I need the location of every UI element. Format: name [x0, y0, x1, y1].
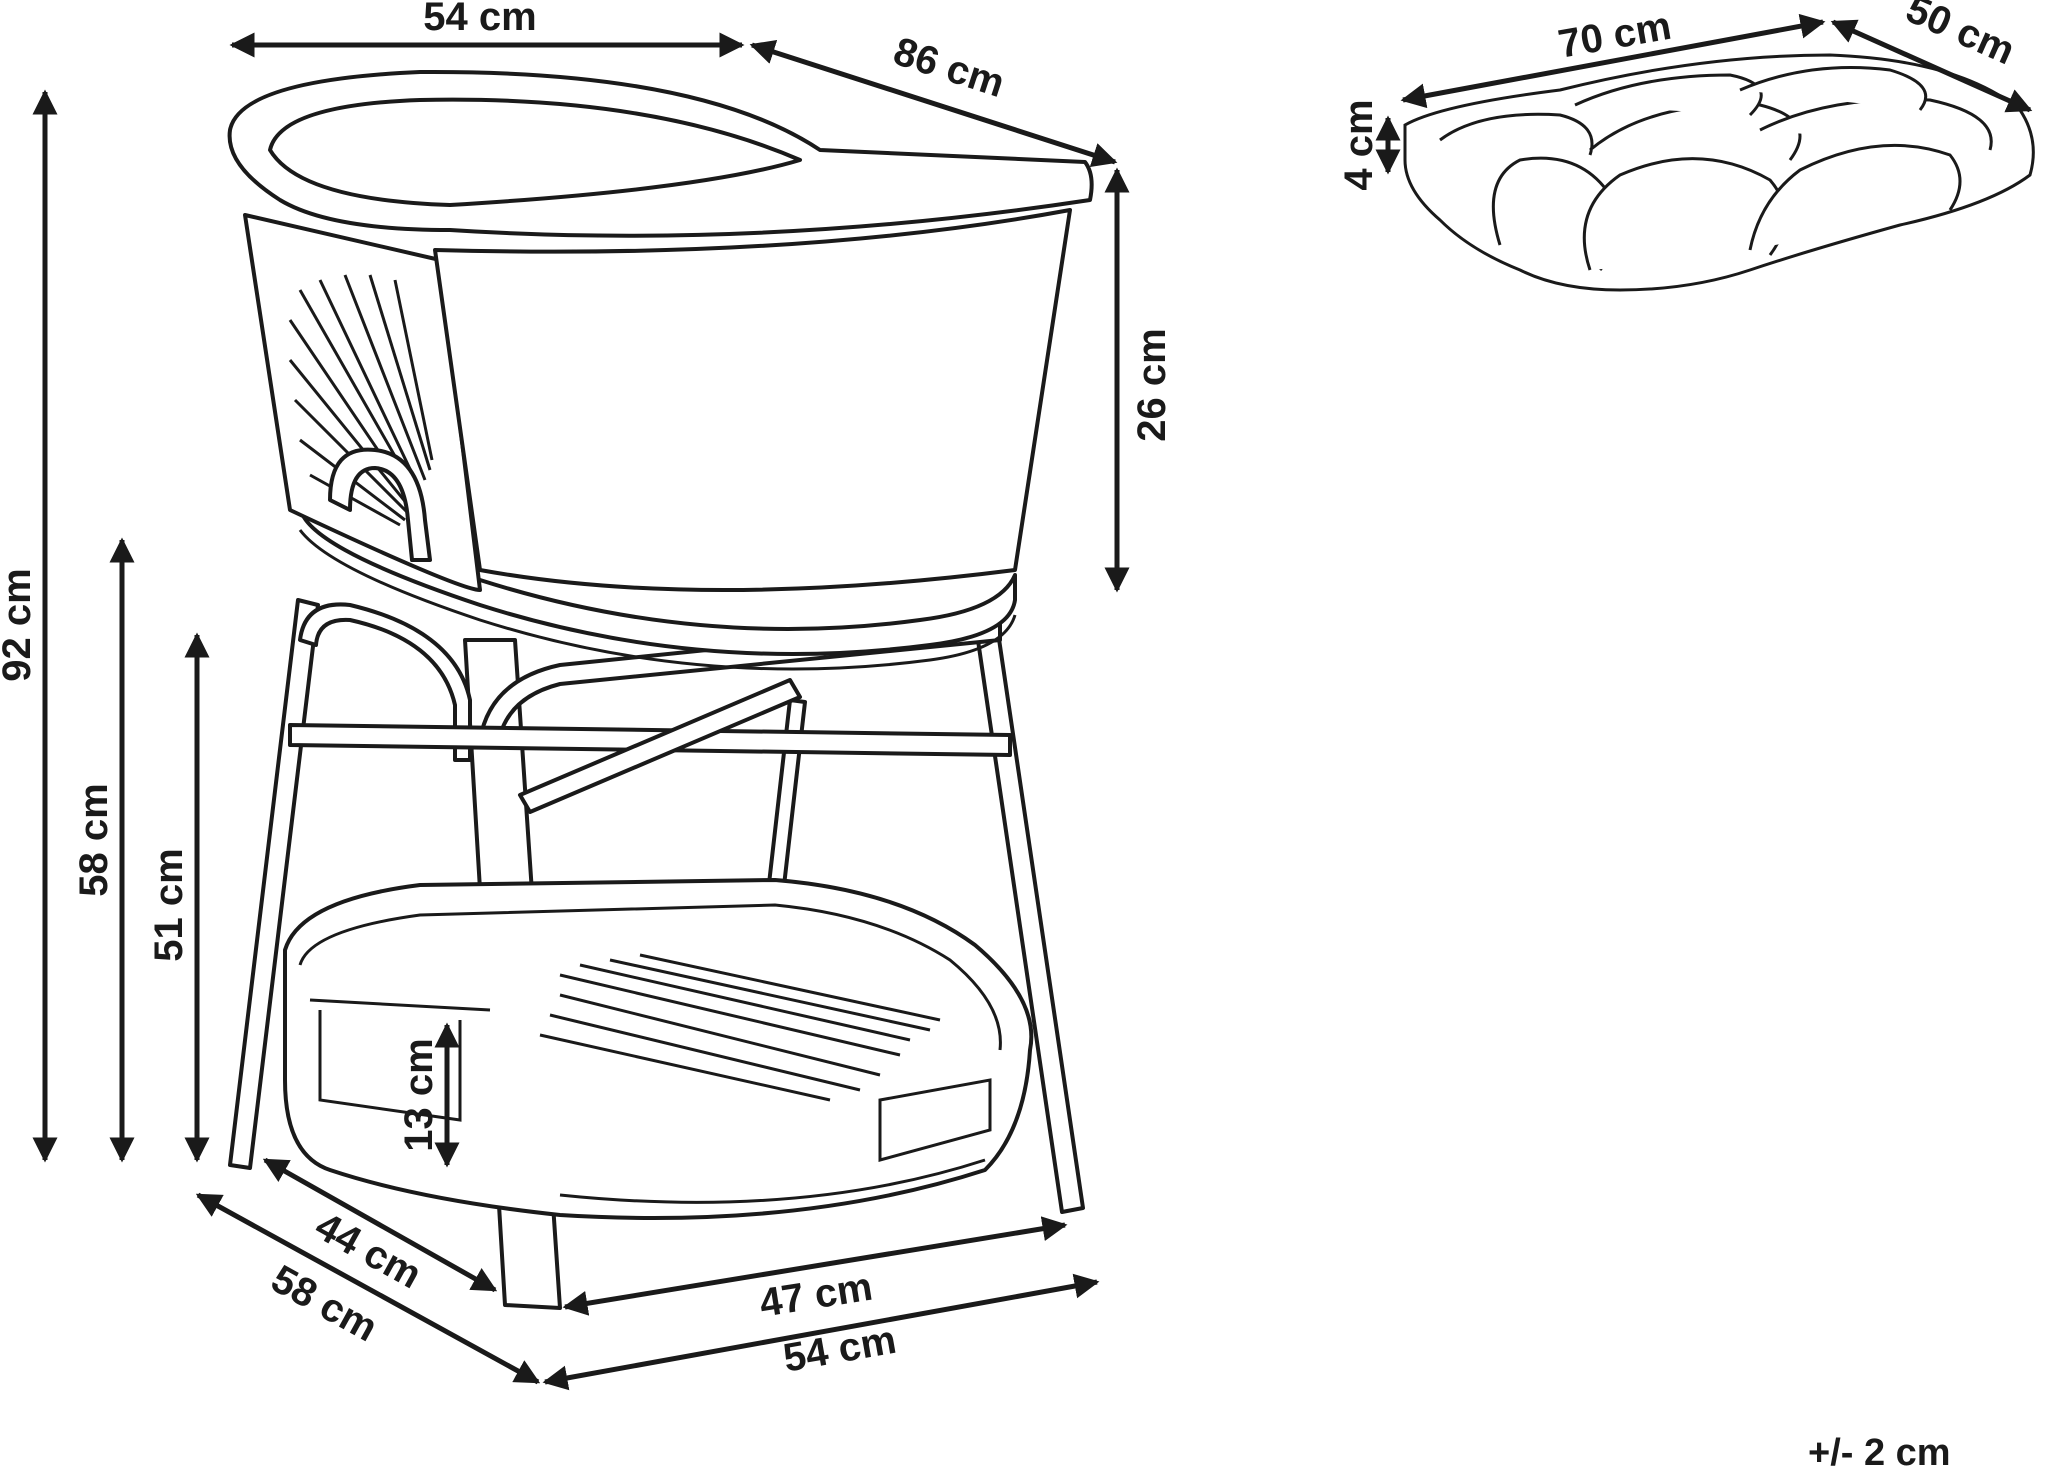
chair-illustration	[227, 69, 1094, 1310]
label-backrest-height: 26 cm	[1130, 328, 1174, 441]
label-total-height: 92 cm	[0, 568, 39, 681]
dimension-lines	[32, 13, 2033, 1391]
label-armrest-height: 58 cm	[72, 783, 116, 896]
label-seat-height: 51 cm	[147, 848, 191, 961]
label-outer-width: 54 cm	[780, 1318, 899, 1381]
label-cushion-length: 70 cm	[1555, 4, 1674, 67]
label-basket-height: 13 cm	[397, 1038, 441, 1151]
label-top-width: 54 cm	[423, 0, 536, 39]
tolerance-note: +/- 2 cm	[1808, 1432, 1951, 1474]
label-cushion-thickness: 4 cm	[1337, 99, 1381, 190]
cushion-illustration	[1403, 53, 2035, 292]
